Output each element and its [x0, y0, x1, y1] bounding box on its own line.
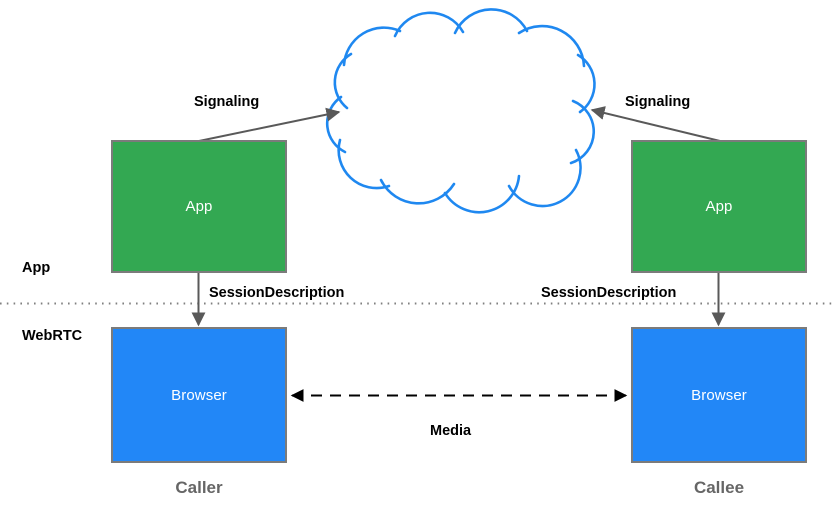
role-label-callee: Callee — [693, 478, 745, 497]
node-app-callee[interactable]: App — [631, 140, 807, 273]
edge-label-signaling-caller: Signaling — [194, 94, 260, 110]
node-browser-caller-label: Browser — [171, 386, 227, 404]
role-label-caller: Caller — [175, 478, 223, 497]
signaling-right-arrow — [590, 106, 721, 142]
node-app-caller-label: App — [185, 198, 213, 215]
layer-label-webrtc: WebRTC — [22, 328, 83, 344]
signaling-left-arrow — [198, 107, 341, 142]
node-app-callee-label: App — [705, 198, 733, 215]
layer-label-app: App — [22, 260, 51, 276]
node-browser-callee-label: Browser — [691, 386, 747, 404]
edge-label-sessiondescription-callee: SessionDescription — [541, 285, 677, 301]
edge-label-signaling-callee: Signaling — [625, 94, 691, 110]
node-browser-caller[interactable]: Browser — [111, 327, 287, 463]
cloud-shape — [325, 8, 596, 214]
edge-label-media: Media — [430, 423, 472, 439]
node-browser-callee[interactable]: Browser — [631, 327, 807, 463]
node-app-caller[interactable]: App — [111, 140, 287, 273]
edge-label-sessiondescription-caller: SessionDescription — [209, 285, 345, 301]
